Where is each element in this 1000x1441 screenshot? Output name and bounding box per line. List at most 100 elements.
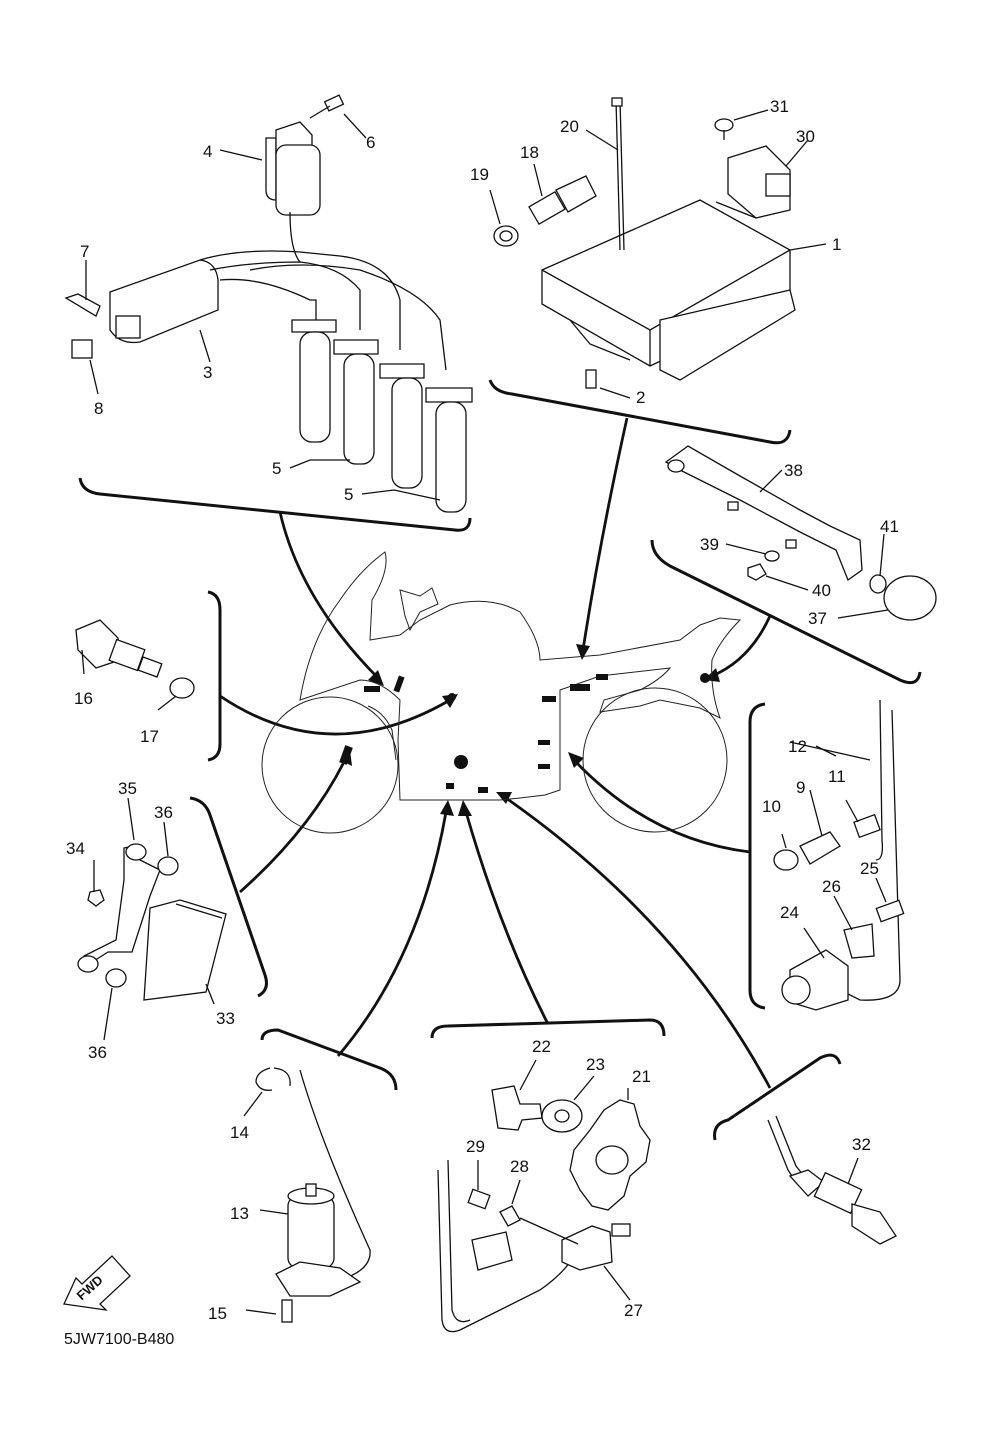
marker-h [538,740,550,745]
front-wheel [261,696,399,834]
leader-lines [81,109,889,1315]
fwd-arrow-icon: FWD [63,1255,131,1311]
pointer-lines [219,417,772,1089]
o2-sensor-32 [767,1115,897,1245]
callout-31: 31 [770,97,789,116]
marker-d [570,684,590,691]
marker-c [448,693,456,701]
callout-27: 27 [624,1301,643,1320]
arrowhead-crank [458,800,472,816]
callout-11: 11 [828,767,846,786]
callout-37: 37 [808,609,827,628]
callout-5-a: 5 [272,459,281,478]
callout-12: 12 [788,737,807,756]
callout-28: 28 [510,1157,529,1176]
rear-wheel [582,687,728,833]
arrowhead-ecu [576,644,590,660]
callout-25: 25 [860,859,879,878]
sensor-16 [75,619,195,699]
sensor-right-group [773,699,905,1011]
leads [199,250,447,371]
pointer-relay [239,759,347,894]
frame-outline [299,551,742,801]
ignition-coil-lower [64,259,219,359]
callout-8: 8 [94,399,103,418]
handlebar-outline [399,587,439,632]
callout-2: 2 [636,388,645,407]
callout-29: 29 [466,1137,485,1156]
cable-tie-20 [611,97,625,251]
ecu-group-bracket [488,379,792,445]
o2-group-bracket [713,1053,842,1141]
callout-22: 22 [532,1037,551,1056]
callout-40: 40 [812,581,831,600]
pointer-o2 [505,796,772,1089]
callout-9: 9 [796,778,805,797]
callout-39: 39 [700,535,719,554]
callout-26: 26 [822,877,841,896]
callout-15: 15 [208,1304,227,1323]
callout-6: 6 [366,133,375,152]
callout-30: 30 [796,127,815,146]
marker-e [596,674,608,680]
group-brackets [78,379,922,1141]
pointer-sensor-right [572,759,751,854]
callout-21: 21 [632,1067,651,1086]
callout-38: 38 [784,461,803,480]
marker-j [454,755,468,769]
motorcycle-outline [261,551,742,834]
callout-36-a: 36 [154,803,173,822]
ecu-unit [541,199,796,389]
callout-18: 18 [520,143,539,162]
callout-35: 35 [118,779,137,798]
marker-i [538,764,550,769]
servo-13 [255,1067,371,1323]
callout-16: 16 [74,689,93,708]
pointer-ecu [581,417,629,651]
pointer-servo [336,811,448,1057]
marker-f [542,696,556,702]
callout-3: 3 [203,363,212,382]
callout-32: 32 [852,1135,871,1154]
callout-labels: 1 2 3 4 5 5 6 7 8 9 10 11 12 13 14 15 16… [66,97,899,1323]
diagram-code: 5JW7100-B480 [64,1331,174,1348]
relay-group-bracket [189,796,268,998]
callout-14: 14 [230,1123,249,1142]
relay-33 [77,843,227,1001]
callout-24: 24 [780,903,799,922]
fork-outline [367,705,397,761]
marker-k [446,783,454,789]
callout-5-b: 5 [344,485,353,504]
callout-19: 19 [470,165,489,184]
marker-a [364,686,380,692]
callout-17: 17 [140,727,159,746]
marker-l [478,787,488,793]
callout-33: 33 [216,1009,235,1028]
pointer-sensor-left [219,694,451,736]
callout-36-b: 36 [88,1043,107,1062]
pointer-stay [711,615,772,678]
crank-group [437,1085,651,1333]
arrowhead-sensor-right [568,752,584,768]
stay-38 [664,445,937,621]
callout-1: 1 [832,235,841,254]
pointer-crank [464,811,550,1025]
servo-group-bracket [260,1028,398,1091]
callout-34: 34 [66,839,85,858]
callout-7: 7 [80,242,89,261]
arrowhead-servo [440,800,454,816]
sensor-30 [714,118,791,219]
callout-10: 10 [762,797,781,816]
stay-group-bracket [650,539,922,685]
callout-4: 4 [203,142,212,161]
marker-b [393,675,405,693]
sensor-18 [493,175,597,247]
callout-41: 41 [880,517,899,536]
callout-20: 20 [560,117,579,136]
sensor-right-bracket [748,702,766,1010]
arrowhead-o2 [496,792,512,804]
pointer-ignition [278,511,381,681]
callout-23: 23 [586,1055,605,1074]
marker-m [339,745,353,765]
